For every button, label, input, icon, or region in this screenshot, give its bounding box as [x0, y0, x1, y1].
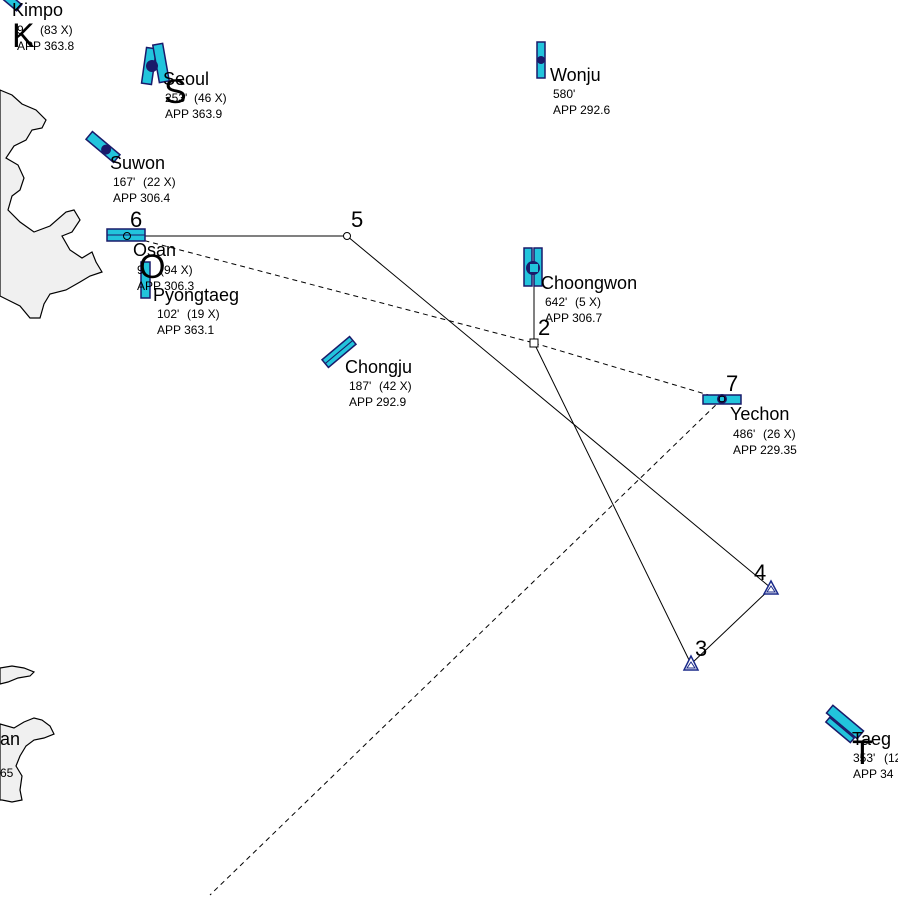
waypoint-2-label: 2	[538, 315, 550, 340]
airport-choongwon-app: APP 306.7	[545, 311, 602, 325]
waypoint-2-marker[interactable]	[529, 338, 539, 348]
coastline-northwest	[0, 89, 103, 319]
airport-wonju[interactable]: Wonju 580' APP 292.6	[550, 65, 610, 117]
airport-taegu-tacan: (12	[884, 751, 898, 765]
airport-letter-seoul: S	[164, 73, 187, 111]
airport-wonju-app: APP 292.6	[553, 103, 610, 117]
airport-chongju-name: Chongju	[345, 357, 412, 377]
airport-osan[interactable]: Osan 9 (94 X) APP 306.3	[133, 240, 194, 293]
airport-labels: Kimpo 9 (83 X) APP 363.8 Seoul 253' (46 …	[0, 0, 898, 781]
airport-wonju-name: Wonju	[550, 65, 601, 85]
airport-suwon[interactable]: Suwon 167' (22 X) APP 306.4	[110, 153, 176, 205]
waypoint-3-marker[interactable]	[682, 654, 700, 671]
coastline-southwest-top	[0, 665, 36, 685]
airport-letter-osan: O	[139, 248, 165, 286]
waypoint-5-label: 5	[351, 207, 363, 232]
airport-yechon-tacan: (26 X)	[763, 427, 796, 441]
airport-kimpo-app: APP 363.8	[17, 39, 74, 53]
airport-suwon-app: APP 306.4	[113, 191, 170, 205]
runway-osan[interactable]	[106, 228, 146, 242]
airport-choongwon[interactable]: Choongwon 642' (5 X) APP 306.7	[541, 273, 637, 325]
runway-yechon[interactable]	[702, 394, 742, 405]
airport-chongju-tacan: (42 X)	[379, 379, 412, 393]
waypoint-6-marker[interactable]	[123, 232, 131, 240]
runway-pyongtaeg[interactable]	[140, 261, 151, 299]
airport-taegu-app: APP 34	[853, 767, 894, 781]
route-dashed-7-south[interactable]	[209, 398, 723, 896]
airport-osan-app: APP 306.3	[137, 279, 194, 293]
airport-pyongtaeg-name: Pyongtaeg	[153, 285, 239, 305]
airport-choongwon-tacan: (5 X)	[575, 295, 601, 309]
airport-suwon-elev: 167'	[113, 175, 135, 189]
airport-kunsan-app: 65	[0, 766, 14, 780]
waypoint-5-marker[interactable]	[343, 232, 351, 240]
airport-seoul-tacan: (46 X)	[194, 91, 227, 105]
airport-pyongtaeg-elev: 102'	[157, 307, 179, 321]
coastline-group	[0, 89, 103, 803]
airport-choongwon-elev: 642'	[545, 295, 567, 309]
airport-yechon-name: Yechon	[730, 404, 789, 424]
route-lines	[126, 235, 772, 896]
waypoint-4-label: 4	[754, 560, 766, 585]
airport-kimpo-elev: 9	[17, 23, 24, 37]
airport-osan-name: Osan	[133, 240, 176, 260]
airport-kunsan[interactable]: an 65	[0, 729, 20, 780]
runway-symbols	[0, 0, 865, 744]
waypoint-markers	[123, 232, 780, 671]
airport-kimpo-tacan: (83 X)	[40, 23, 73, 37]
airport-seoul-name: Seoul	[163, 69, 209, 89]
airport-seoul[interactable]: Seoul 253' (46 X) APP 363.9	[163, 69, 227, 121]
runway-taegu[interactable]	[824, 704, 865, 744]
runway-choongwon[interactable]	[523, 247, 543, 287]
airport-osan-tacan: (94 X)	[160, 263, 193, 277]
airport-pyongtaeg-tacan: (19 X)	[187, 307, 220, 321]
waypoint-3-label: 3	[695, 636, 707, 661]
airport-taegu[interactable]: Taeg 353' (12 APP 34	[852, 729, 898, 781]
waypoint-4-marker[interactable]	[762, 579, 780, 595]
route-dashed-6-2[interactable]	[126, 235, 535, 344]
airport-taegu-name: Taeg	[852, 729, 891, 749]
waypoint-7-label: 7	[726, 371, 738, 396]
airport-osan-elev: 9	[137, 263, 144, 277]
airport-chongju[interactable]: Chongju 187' (42 X) APP 292.9	[345, 357, 412, 409]
airport-pyongtaeg[interactable]: Pyongtaeg 102' (19 X) APP 363.1	[153, 285, 239, 337]
coastline-southwest	[0, 717, 55, 803]
waypoint-6-label: 6	[130, 207, 142, 232]
airport-kunsan-name: an	[0, 729, 20, 749]
airport-letter-kimpo: K	[12, 17, 35, 55]
waypoint-labels: 2 3 4 5 6 7	[130, 207, 766, 661]
runway-chongju[interactable]	[320, 335, 358, 369]
airport-seoul-app: APP 363.9	[165, 107, 222, 121]
route-leg-4-3[interactable]	[690, 587, 772, 665]
airport-suwon-name: Suwon	[110, 153, 165, 173]
waypoint-7-marker[interactable]	[718, 395, 726, 403]
airport-letters: K S O T	[12, 17, 873, 772]
airport-chongju-elev: 187'	[349, 379, 371, 393]
airport-kimpo-name: Kimpo	[12, 0, 63, 20]
airport-suwon-tacan: (22 X)	[143, 175, 176, 189]
airport-kimpo[interactable]: Kimpo 9 (83 X) APP 363.8	[12, 0, 74, 53]
airport-yechon-app: APP 229.35	[733, 443, 797, 457]
runway-seoul[interactable]	[140, 42, 171, 86]
airport-taegu-elev: 353'	[853, 751, 875, 765]
runway-wonju[interactable]	[536, 41, 546, 79]
route-leg-3-2[interactable]	[533, 342, 692, 665]
airport-letter-taegu: T	[852, 734, 873, 772]
airport-yechon-elev: 486'	[733, 427, 755, 441]
airport-seoul-elev: 253'	[165, 91, 187, 105]
route-dashed-2-7[interactable]	[533, 342, 723, 400]
runway-kimpo[interactable]	[0, 0, 23, 12]
runway-suwon[interactable]	[84, 130, 122, 164]
airport-choongwon-name: Choongwon	[541, 273, 637, 293]
airport-yechon[interactable]: Yechon 486' (26 X) APP 229.35	[730, 404, 797, 457]
airport-pyongtaeg-app: APP 363.1	[157, 323, 214, 337]
route-leg-5-4[interactable]	[346, 235, 772, 589]
airport-chongju-app: APP 292.9	[349, 395, 406, 409]
airport-wonju-elev: 580'	[553, 87, 575, 101]
